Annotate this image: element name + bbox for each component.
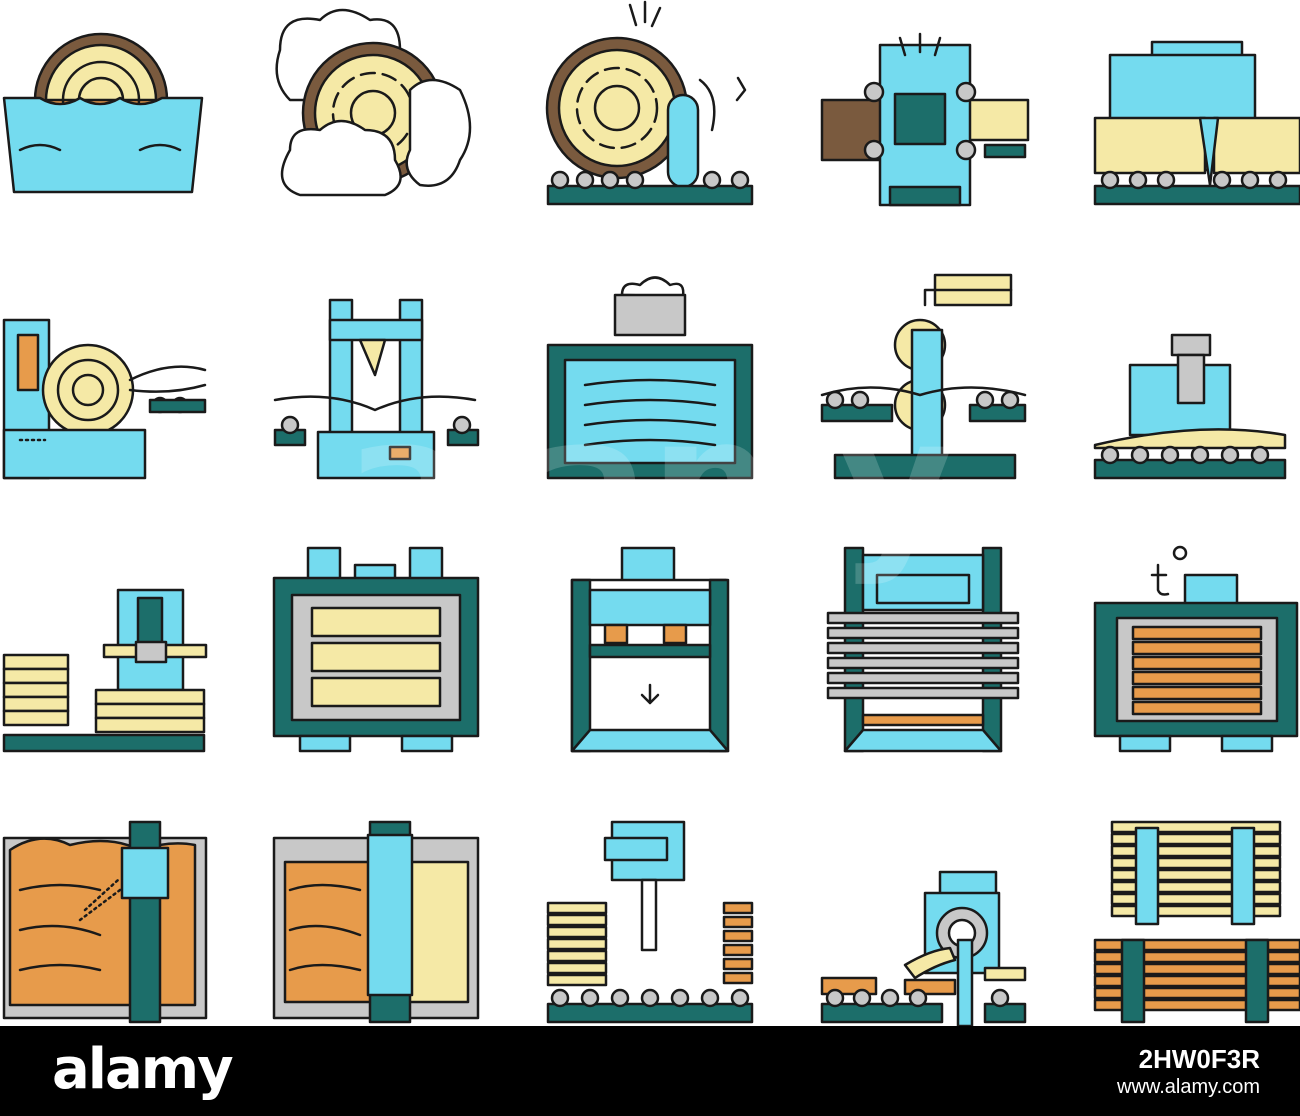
rotary-peeling-icon xyxy=(2,318,207,480)
image-id: 2HW0F3R xyxy=(1138,1044,1260,1074)
finishing-roller-icon xyxy=(820,870,1027,1026)
panel-sawing-icon xyxy=(2,820,208,1024)
guillotine-cutter-icon xyxy=(273,298,480,480)
veneer-dryer-icon xyxy=(546,276,754,480)
watermark-text: alamy xyxy=(345,379,955,588)
hydraulic-press-icon xyxy=(570,546,730,753)
glue-spreader-icon xyxy=(1093,333,1287,480)
alamy-logo: alamy xyxy=(52,1037,234,1102)
board-cutting-icon xyxy=(1093,40,1300,206)
icon-grid-svg: alamy xyxy=(2,0,1300,1026)
cold-press-icon xyxy=(272,546,480,753)
site-url: www.alamy.com xyxy=(1117,1076,1260,1098)
image-info: 2HW0F3R www.alamy.com xyxy=(1117,1044,1260,1100)
multi-layer-hot-press-icon xyxy=(826,546,1020,753)
veneer-stacking-icon xyxy=(2,588,208,753)
icon-sheet: alamy xyxy=(2,0,1300,1026)
stock-footer-bar: alamy 2HW0F3R www.alamy.com xyxy=(0,1026,1300,1116)
sanding-machine-icon xyxy=(546,820,754,1024)
log-soaking-icon xyxy=(2,32,204,194)
log-debarking-icon xyxy=(545,0,754,206)
temperature-press-icon xyxy=(1093,545,1299,753)
edge-trimming-icon xyxy=(272,820,480,1024)
plywood-stack-icon xyxy=(1093,820,1300,1024)
glue-roller-icon xyxy=(820,273,1027,480)
log-steaming-icon xyxy=(275,8,472,197)
veneer-conveyor-machine-icon xyxy=(820,32,1030,207)
